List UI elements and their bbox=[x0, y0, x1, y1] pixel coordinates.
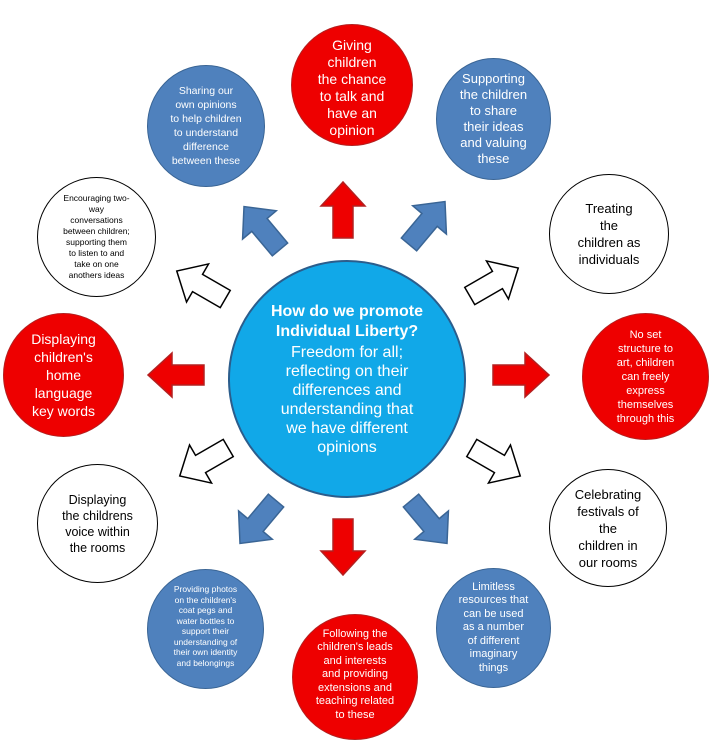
arrow-down-left bbox=[222, 485, 294, 559]
arrow-down-right bbox=[393, 485, 465, 559]
arrow-up bbox=[320, 181, 366, 239]
center-body: Freedom for all; reflecting on their dif… bbox=[280, 343, 414, 456]
node-right-upper-text: Treating the children as individuals bbox=[577, 201, 641, 267]
node-right: No set structure to art, children can fr… bbox=[582, 313, 709, 440]
node-bottom-left-text: Providing photos on the children's coat … bbox=[173, 584, 238, 668]
arrow-left bbox=[147, 352, 205, 398]
arrow-right-lower bbox=[460, 428, 532, 496]
arrow-right-upper bbox=[458, 248, 530, 316]
arrow-right bbox=[492, 352, 550, 398]
center-title: How do we promote Individual Liberty? bbox=[271, 302, 423, 340]
center-circle: How do we promote Individual Liberty? Fr… bbox=[228, 260, 466, 498]
node-bottom-left: Providing photos on the children's coat … bbox=[147, 569, 264, 689]
arrow-left-upper bbox=[165, 251, 237, 319]
node-top: Giving children the chance to talk and h… bbox=[291, 24, 413, 146]
node-bottom-right-text: Limitless resources that can be used as … bbox=[458, 580, 529, 674]
node-right-upper: Treating the children as individuals bbox=[549, 174, 669, 294]
node-bottom: Following the children's leads and inter… bbox=[292, 614, 418, 740]
node-left-upper-text: Encouraging two- way conversations betwe… bbox=[63, 193, 130, 280]
node-right-text: No set structure to art, children can fr… bbox=[616, 328, 675, 425]
node-bottom-right: Limitless resources that can be used as … bbox=[436, 568, 551, 688]
node-top-left-text: Sharing our own opinions to help childre… bbox=[170, 85, 242, 167]
arrow-up-right bbox=[391, 186, 463, 260]
node-top-left: Sharing our own opinions to help childre… bbox=[147, 65, 265, 187]
node-left-text: Displaying children's home language key … bbox=[31, 331, 96, 419]
arrow-down bbox=[320, 518, 366, 576]
node-left-upper: Encouraging two- way conversations betwe… bbox=[37, 177, 156, 297]
node-top-right-text: Supporting the children to share their i… bbox=[459, 71, 528, 166]
node-right-lower-text: Celebrating festivals of the children in… bbox=[574, 486, 642, 570]
node-bottom-text: Following the children's leads and inter… bbox=[315, 627, 395, 721]
arrow-left-lower bbox=[168, 428, 240, 496]
node-top-right: Supporting the children to share their i… bbox=[436, 58, 551, 180]
node-left-lower: Displaying the childrens voice within th… bbox=[37, 464, 158, 583]
node-left-lower-text: Displaying the childrens voice within th… bbox=[62, 492, 133, 555]
node-right-lower: Celebrating festivals of the children in… bbox=[549, 469, 667, 587]
node-top-text: Giving children the chance to talk and h… bbox=[317, 37, 387, 138]
arrow-up-left bbox=[226, 191, 298, 265]
node-left: Displaying children's home language key … bbox=[3, 313, 124, 437]
